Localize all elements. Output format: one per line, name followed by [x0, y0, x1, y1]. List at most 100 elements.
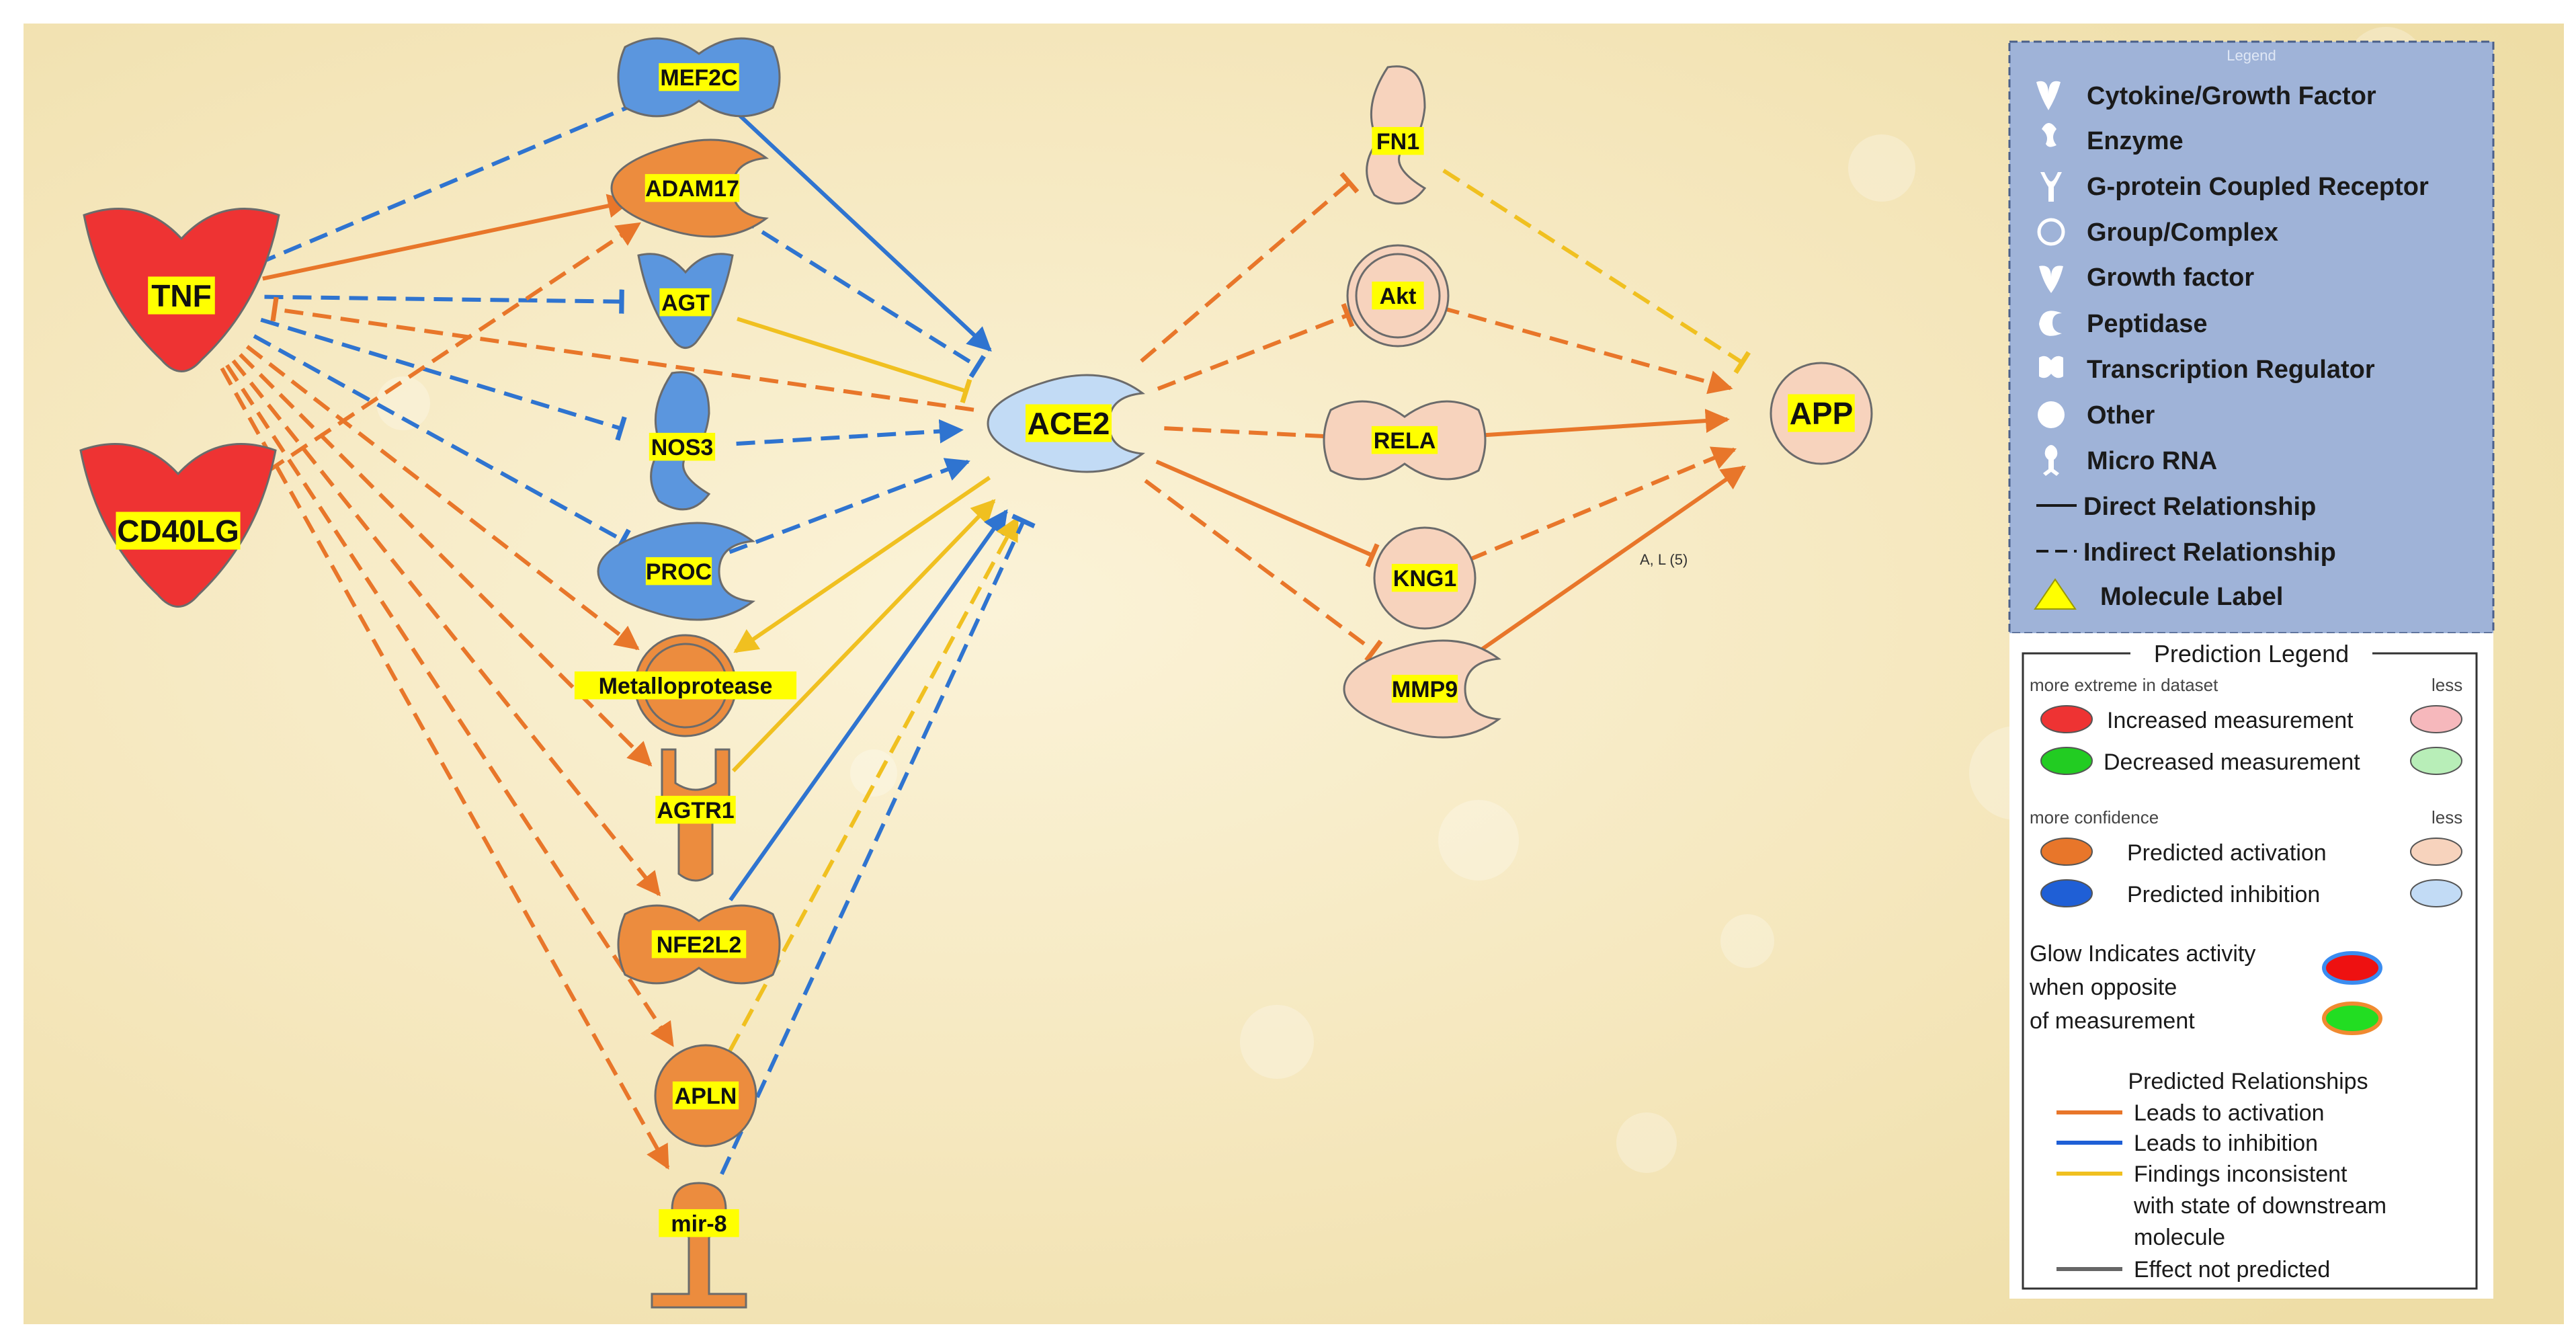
legend-label: Transcription Regulator	[2087, 356, 2375, 384]
node-nfe2l2[interactable]: NFE2L2	[617, 904, 781, 985]
edge-tnf-to-metalloprotease	[245, 345, 640, 651]
node-agtr1[interactable]: AGTR1	[655, 748, 736, 882]
glow-label-line-3: of measurement	[2030, 1008, 2195, 1034]
gpcr-icon	[2040, 172, 2062, 202]
node-akt[interactable]: Akt	[1346, 244, 1450, 348]
node-proc[interactable]: PROC	[597, 522, 755, 621]
group-icon	[2037, 218, 2065, 246]
more-confidence-label: more confidence	[2030, 807, 2159, 827]
edge-tnf-to-proc	[253, 334, 631, 553]
node-label: APP	[1790, 396, 1854, 431]
edge-tnf-to-nos3	[260, 317, 627, 441]
edge-nos3-to-ace2	[736, 419, 964, 446]
decreased-label: Decreased measurement	[2104, 749, 2360, 775]
increased-swatch	[2040, 705, 2093, 733]
node-label: AGT	[661, 290, 710, 316]
edge-mir-8-to-ace2	[720, 514, 1036, 1175]
node-label: FN1	[1376, 129, 1419, 155]
edge-agtr1-to-ace2	[731, 499, 996, 772]
activation-swatch	[2040, 838, 2093, 866]
legend-label: G-protein Coupled Receptor	[2087, 173, 2429, 201]
legend-item-indirect: Indirect Relationship	[2036, 538, 2336, 567]
node-label-bg	[1372, 126, 1424, 155]
node-ace2[interactable]: ACE2	[987, 374, 1145, 473]
edge-mmp9-to-app	[1468, 465, 1746, 660]
cytokine-icon	[2036, 81, 2061, 110]
node-label: Akt	[1380, 284, 1417, 309]
node-label: AGTR1	[657, 798, 734, 823]
node-label-bg	[659, 288, 712, 317]
node-adam17[interactable]: ADAM17	[610, 138, 769, 238]
edge-ace2-to-fn1	[1140, 171, 1360, 363]
edge-adam17-to-ace2	[737, 215, 986, 378]
node-label: APLN	[675, 1084, 737, 1109]
node-label: PROC	[646, 559, 712, 585]
node-label-bg	[655, 795, 736, 824]
node-label: RELA	[1374, 428, 1436, 454]
node-rela[interactable]: RELA	[1323, 400, 1487, 481]
node-label: TNF	[151, 278, 211, 313]
node-label: MEF2C	[660, 65, 737, 91]
legend-label: Indirect Relationship	[2083, 538, 2336, 567]
legend-label: Molecule Label	[2100, 583, 2283, 611]
node-tnf[interactable]: TNF	[83, 208, 280, 372]
legend-item-gpcr: G-protein Coupled Receptor	[2040, 172, 2429, 202]
node-label-bg	[1391, 674, 1458, 703]
legend-label: Cytokine/Growth Factor	[2087, 82, 2376, 110]
legend-item-other: Other	[2038, 401, 2155, 430]
rel-activation-label: Leads to activation	[2134, 1100, 2325, 1126]
node-nos3[interactable]: NOS3	[649, 371, 716, 511]
node-label: NFE2L2	[657, 932, 742, 958]
node-fn1[interactable]: FN1	[1366, 65, 1427, 205]
edge-tnf-to-adam17	[262, 194, 632, 281]
more-extreme-label: more extreme in dataset	[2030, 675, 2218, 695]
node-label: ADAM17	[645, 176, 739, 202]
legend-item-peptidase: Peptidase	[2039, 310, 2208, 338]
decreased-swatch	[2040, 747, 2093, 775]
node-label: MMP9	[1392, 677, 1458, 702]
legend-item-direct: Direct Relationship	[2036, 493, 2316, 521]
relationship-edges	[220, 89, 1751, 1175]
glow-green-swatch	[2322, 1002, 2382, 1035]
node-label-bg	[659, 1209, 739, 1237]
decreased-less-swatch	[2410, 747, 2462, 775]
node-label-bg	[574, 671, 797, 700]
glow-label-line-2: when opposite	[2029, 975, 2177, 1000]
legend-item-molecule-label: Molecule Label	[2034, 578, 2283, 611]
relationships-title: Predicted Relationships	[2128, 1069, 2368, 1094]
node-metalloprotease[interactable]: Metalloprotease	[574, 634, 797, 737]
legend-label: Group/Complex	[2087, 218, 2278, 247]
microrna-icon	[2043, 445, 2059, 476]
activation-less-swatch	[2410, 838, 2462, 866]
node-mmp9[interactable]: MMP9	[1343, 639, 1501, 739]
glow-label-line-1: Glow Indicates activity	[2030, 941, 2255, 967]
edge-tnf-to-nfe2l2	[231, 359, 661, 897]
node-label-bg	[659, 63, 739, 91]
node-cd40lg[interactable]: CD40LG	[79, 443, 277, 608]
node-label-bg	[672, 1081, 739, 1110]
legend-item-transcription-regulator: Transcription Regulator	[2039, 356, 2375, 384]
node-kng1[interactable]: KNG1	[1373, 526, 1477, 630]
node-app[interactable]: APP	[1770, 362, 1873, 465]
less-label-measurement: less	[2432, 675, 2462, 695]
node-label-bg	[1025, 404, 1112, 442]
inhibition-less-swatch	[2410, 879, 2462, 907]
node-label: mir-8	[671, 1211, 726, 1237]
legend-label: Other	[2087, 401, 2155, 430]
node-label-bg	[645, 173, 740, 202]
edge-cd40lg-to-adam17	[243, 222, 641, 489]
legend-label: Enzyme	[2087, 127, 2184, 155]
edge-tnf-to-agt	[264, 289, 624, 314]
edge-kng1-to-app	[1468, 446, 1737, 562]
node-apln[interactable]: APLN	[654, 1044, 757, 1147]
node-mir-8[interactable]: mir-8	[651, 1182, 747, 1309]
legend-item-cytokine: Cytokine/Growth Factor	[2036, 81, 2376, 110]
edge-tnf-to-apln	[225, 364, 675, 1047]
glow-red-swatch	[2322, 951, 2382, 985]
node-mef2c[interactable]: MEF2C	[617, 37, 781, 118]
transcription-regulator-icon	[2039, 356, 2063, 378]
node-label-bg	[1391, 563, 1458, 592]
legend-label: Peptidase	[2087, 310, 2208, 338]
rel-inconsistent-line-3: molecule	[2134, 1225, 2225, 1250]
node-agt[interactable]: AGT	[637, 253, 734, 349]
